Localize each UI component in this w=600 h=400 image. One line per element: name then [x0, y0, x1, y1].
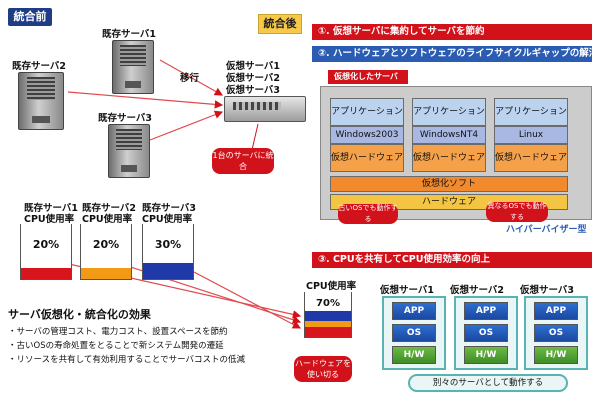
vm-2-app: APP	[464, 302, 508, 320]
vm-caption: 別々のサーバとして動作する	[408, 374, 568, 392]
shared-cup-fill-red	[305, 327, 351, 337]
vm-3: APP OS H/W	[524, 296, 588, 370]
effect-bullet-1: ・サーバの管理コスト、電力コスト、設置スペースを節約	[8, 327, 228, 337]
hypervisor-type-label: ハイパーバイザー型	[506, 225, 587, 235]
cup-3-title-2: CPU使用率	[142, 214, 193, 225]
arch-col3-hw: 仮想ハードウェア	[494, 144, 568, 172]
old-os-callout: 古いOSでも動作する	[338, 204, 398, 224]
cup-1-title-1: 既存サーバ1	[24, 203, 79, 214]
shared-cup-callout: ハードウェアを使い切る	[294, 356, 352, 382]
vm-1-os: OS	[392, 324, 436, 342]
migrate-label: 移行	[180, 73, 200, 84]
vm-2-name: 仮想サーバ2	[450, 285, 505, 296]
before-tag: 統合前	[8, 8, 52, 26]
cup-2-fill	[81, 268, 131, 279]
after-tag: 統合後	[258, 14, 302, 34]
arch-col3-os: Linux	[494, 126, 568, 144]
vm-1: APP OS H/W	[382, 296, 446, 370]
virtual-server-line-3: 仮想サーバ3	[226, 85, 281, 96]
server-label-2: 既存サーバ2	[12, 61, 67, 72]
shared-cup-fill-blue	[305, 311, 351, 321]
cup-2-title-1: 既存サーバ2	[82, 203, 137, 214]
server-label-1: 既存サーバ1	[102, 29, 157, 40]
arch-col1-os: Windows2003	[330, 126, 404, 144]
arch-col2-app: アプリケーション	[412, 98, 486, 126]
different-os-callout: 異なるOSでも動作する	[486, 202, 548, 222]
cup-1-fill	[21, 268, 71, 279]
vm-2-os: OS	[464, 324, 508, 342]
virtualized-server-tag: 仮想化したサーバ	[328, 70, 408, 84]
arch-col2-os: WindowsNT4	[412, 126, 486, 144]
virtual-server-line-1: 仮想サーバ1	[226, 61, 281, 72]
virtual-server-line-2: 仮想サーバ2	[226, 73, 281, 84]
server-1-image	[112, 40, 154, 94]
vm-1-hw: H/W	[392, 346, 436, 364]
shared-cup: 70%	[304, 292, 352, 338]
arch-col1-app: アプリケーション	[330, 98, 404, 126]
migrate-arrow-3	[149, 110, 224, 141]
host-callout-line	[251, 123, 259, 151]
vm-3-name: 仮想サーバ3	[520, 285, 575, 296]
cup-3: 30%	[142, 224, 194, 280]
point-2-banner: ②. ハードウェアとソフトウェアのライフサイクルギャップの解消	[312, 46, 592, 62]
cpu-arrow-3	[174, 261, 302, 329]
virtualization-software-layer: 仮想化ソフト	[330, 176, 568, 192]
server-label-3: 既存サーバ3	[98, 113, 153, 124]
vm-1-name: 仮想サーバ1	[380, 285, 435, 296]
cup-1-value: 20%	[32, 238, 60, 251]
cup-3-fill	[143, 262, 193, 279]
shared-cup-value: 70%	[316, 298, 340, 309]
cup-2-title-2: CPU使用率	[82, 214, 133, 225]
effects-title: サーバ仮想化・統合化の効果	[8, 308, 151, 321]
server-3-image	[108, 124, 150, 178]
cup-1: 20%	[20, 224, 72, 280]
migrate-arrow-1	[159, 59, 224, 96]
cup-1-title-2: CPU使用率	[24, 214, 75, 225]
arch-col1-hw: 仮想ハードウェア	[330, 144, 404, 172]
shared-cup-fill-orange	[305, 321, 351, 327]
cup-3-title-1: 既存サーバ3	[142, 203, 197, 214]
server-2-image	[18, 72, 64, 130]
host-server-image	[224, 96, 306, 122]
vm-1-app: APP	[392, 302, 436, 320]
effect-bullet-2: ・古いOSの寿命処置をとることで新システム開発の遷延	[8, 341, 224, 351]
shared-cup-title: CPU使用率	[306, 281, 357, 292]
vm-3-os: OS	[534, 324, 578, 342]
effect-bullet-3: ・リソースを共有して有効利用することでサーバコストの低減	[8, 355, 245, 365]
cup-2-value: 20%	[92, 238, 120, 251]
vm-3-hw: H/W	[534, 346, 578, 364]
vm-2-hw: H/W	[464, 346, 508, 364]
vm-2: APP OS H/W	[454, 296, 518, 370]
point-1-banner: ①. 仮想サーバに集約してサーバを節約	[312, 24, 592, 40]
cup-2: 20%	[80, 224, 132, 280]
migrate-arrow-2	[67, 91, 224, 109]
arch-col2-hw: 仮想ハードウェア	[412, 144, 486, 172]
host-callout: 1台のサーバに統合	[212, 148, 274, 174]
arch-col3-app: アプリケーション	[494, 98, 568, 126]
point-3-banner: ③. CPUを共有してCPU使用効率の向上	[312, 252, 592, 268]
cup-3-value: 30%	[154, 238, 182, 251]
vm-3-app: APP	[534, 302, 578, 320]
